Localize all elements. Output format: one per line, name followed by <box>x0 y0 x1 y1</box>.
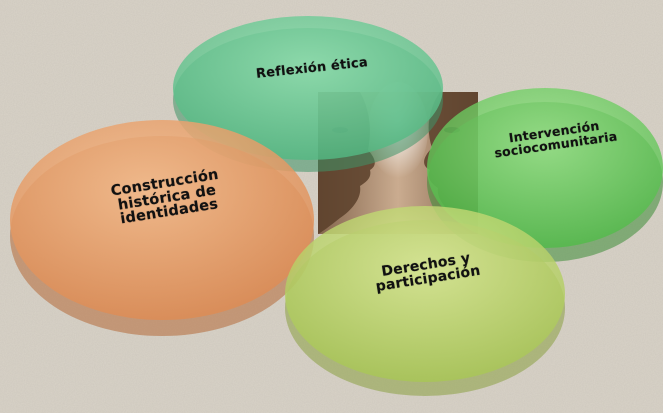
circle-construccion-historica <box>10 120 314 336</box>
circle-derechos-participacion <box>285 206 565 396</box>
